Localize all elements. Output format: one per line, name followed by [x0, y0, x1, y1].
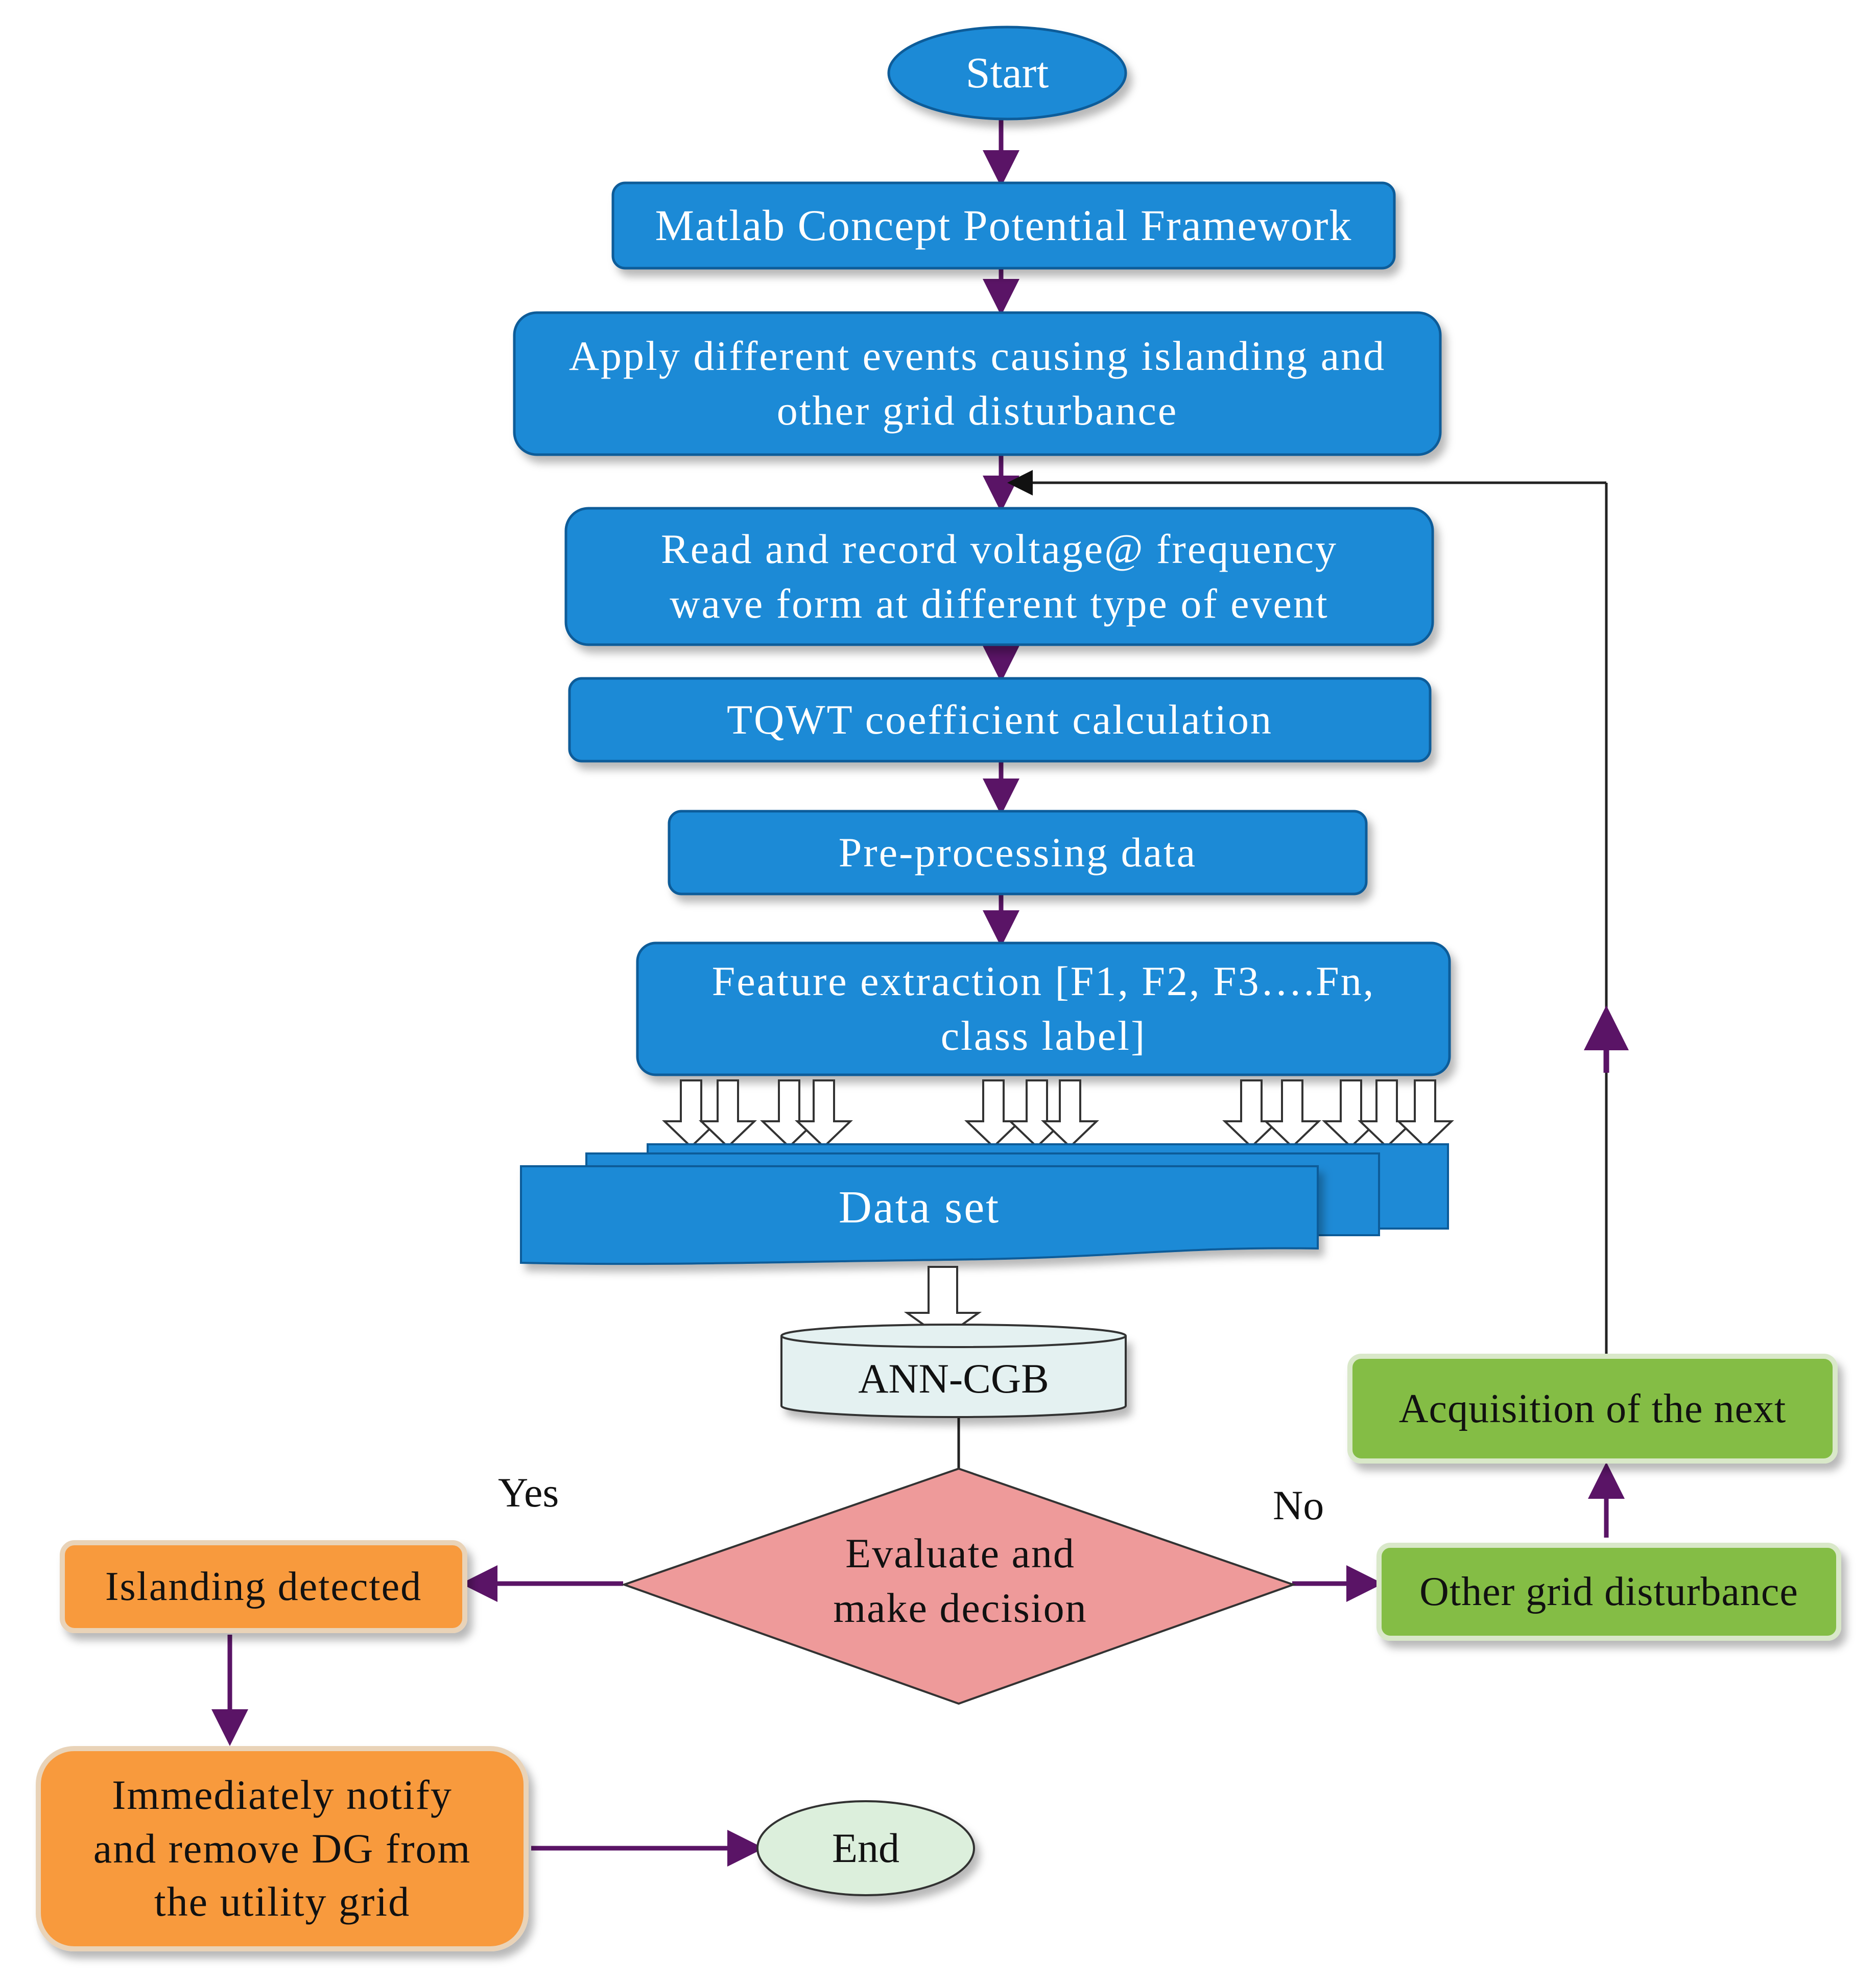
hollow-arrow	[760, 1079, 818, 1148]
hollow-arrow	[662, 1079, 720, 1148]
no-label: No	[1273, 1482, 1324, 1528]
hollow-arrow	[964, 1079, 1023, 1148]
hollow-arrow	[1358, 1079, 1416, 1148]
dataset-stack	[520, 1143, 1449, 1265]
other-box	[1376, 1543, 1841, 1641]
decision-diamond	[621, 1467, 1297, 1705]
matlab-box	[611, 181, 1396, 270]
ann-cylinder-top	[780, 1324, 1127, 1348]
connectors	[211, 119, 1625, 1867]
read-label: Read and record voltage@ frequency wave …	[661, 525, 1338, 627]
notify-label: Immediately notify and remove DG from th…	[93, 1771, 471, 1925]
ann-label: ANN-CGB	[858, 1355, 1049, 1402]
tqwt-box	[568, 677, 1432, 763]
hollow-arrow	[1396, 1079, 1454, 1148]
hollow-arrow	[795, 1079, 853, 1148]
hollow-arrow	[699, 1079, 757, 1148]
end-label: End	[832, 1824, 900, 1871]
acquisition-box	[1347, 1354, 1838, 1464]
notify-box	[36, 1746, 529, 1951]
hollow-arrow	[1263, 1079, 1321, 1148]
hollow-arrow	[1008, 1079, 1066, 1148]
other-label: Other grid disturbance	[1419, 1569, 1798, 1614]
start-terminal	[887, 26, 1127, 121]
hollow-arrow	[1041, 1079, 1099, 1148]
acquisition-label: Acquisition of the next	[1398, 1386, 1787, 1431]
feature-arrows	[662, 1079, 1454, 1148]
read-box	[564, 507, 1434, 646]
end-terminal	[756, 1800, 975, 1896]
islanding-box	[60, 1540, 467, 1633]
start-label: Start	[965, 48, 1049, 98]
ann-database	[780, 1324, 1127, 1418]
dataset-front-sheet	[520, 1165, 1319, 1265]
preprocess-box	[668, 810, 1368, 895]
ann-cylinder-body	[780, 1336, 1127, 1418]
hollow-arrow	[1222, 1079, 1280, 1148]
apply-label: Apply different events causing islanding…	[568, 333, 1386, 434]
matlab-label: Matlab Concept Potential Framework	[655, 200, 1352, 250]
hollow-arrow	[1322, 1079, 1380, 1148]
apply-box	[513, 311, 1442, 456]
feedback-loop	[1007, 470, 1629, 1354]
decision-label: Evaluate and make decision	[833, 1530, 1087, 1631]
features-label: Feature extraction [F1, F2, F3….Fn, clas…	[711, 958, 1375, 1059]
dataset-label: Data set	[838, 1182, 1001, 1233]
tqwt-label: TQWT coefficient calculation	[726, 696, 1273, 743]
preprocess-label: Pre-processing data	[838, 829, 1197, 876]
features-box	[636, 941, 1451, 1076]
yes-label: Yes	[498, 1469, 559, 1516]
islanding-label: Islanding detected	[105, 1564, 422, 1609]
